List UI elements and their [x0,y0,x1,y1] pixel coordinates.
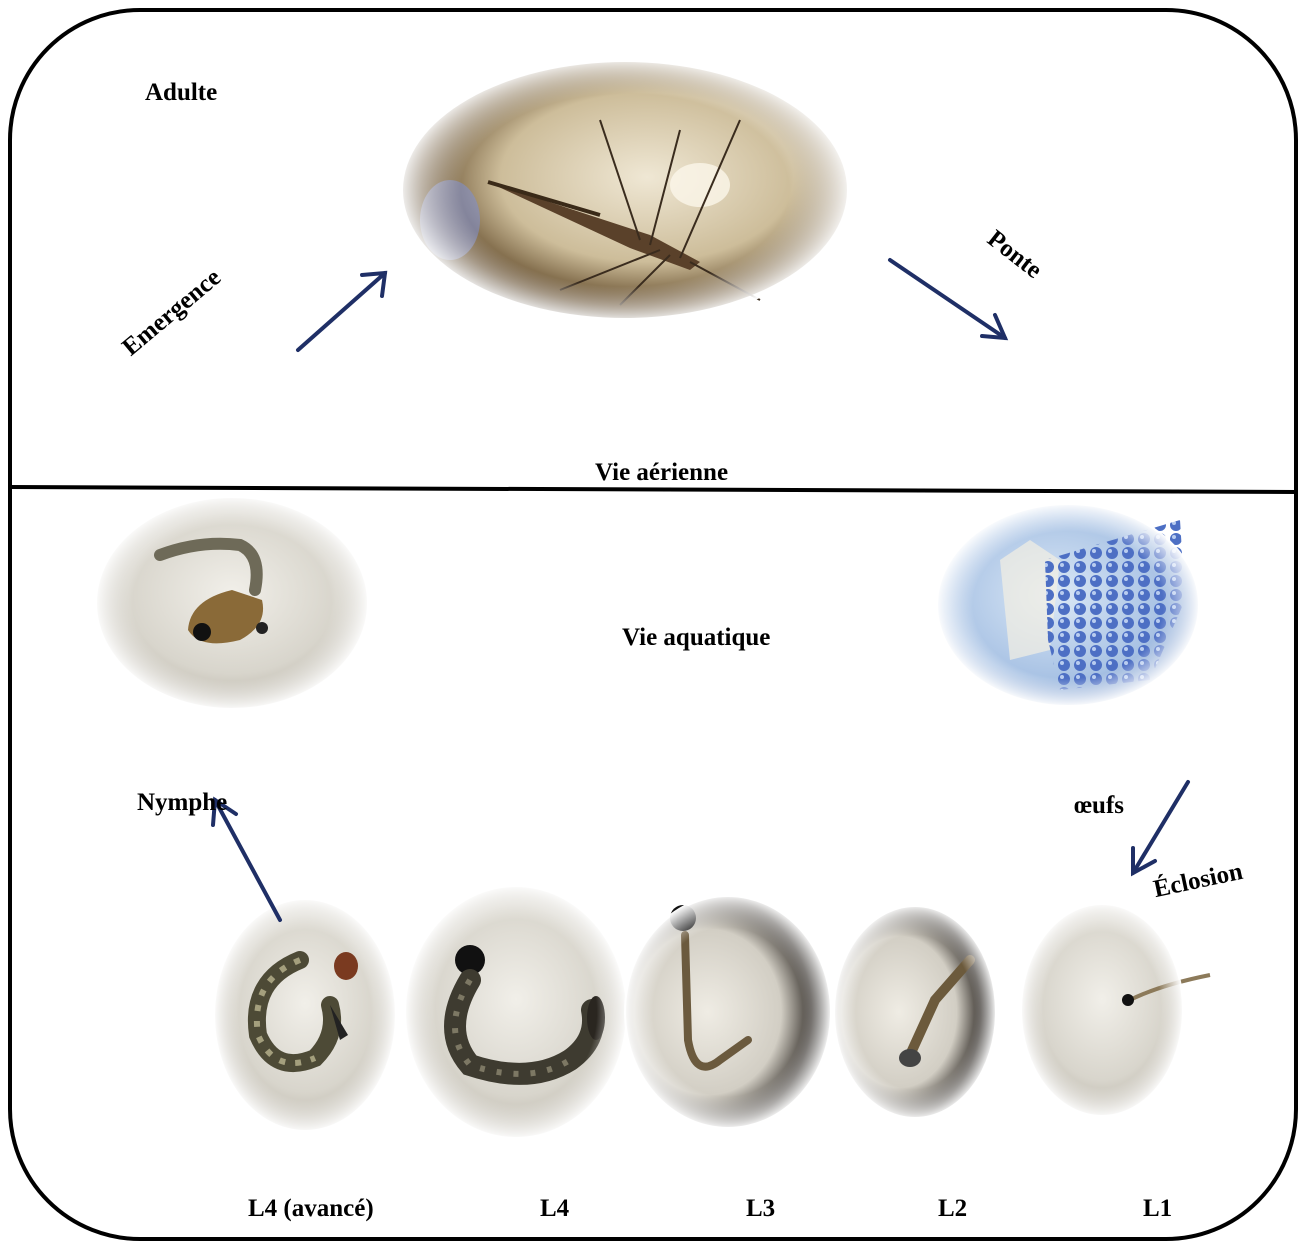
adult-label: Adulte [145,80,217,105]
larva-l3-photo [624,894,832,1130]
adult-mosquito-photo [397,56,853,324]
stage-label-l3: L3 [746,1196,775,1221]
stage-label-l4: L4 [540,1196,569,1221]
larva-l2-photo [833,904,997,1120]
stage-label-l2: L2 [938,1196,967,1221]
eggs-label: œufs [1074,793,1124,818]
larva-l4-photo [404,884,628,1140]
eggs-photo [936,503,1200,707]
zone-divider [10,487,1296,492]
aerial-zone-label: Vie aérienne [595,460,728,485]
larva-l4-advanced-photo [213,897,397,1133]
nymph-photo [94,495,370,711]
emergence-arrow [298,273,385,350]
hatching-arrow [1133,782,1188,873]
stage-label-l4-advanced: L4 (avancé) [248,1196,374,1221]
nymph-label: Nymphe [137,790,227,815]
nymph-arrow [213,800,280,920]
ponte-arrow [890,260,1005,338]
stage-label-l1: L1 [1143,1196,1172,1221]
aquatic-zone-label: Vie aquatique [622,625,770,650]
larva-l1-photo [1020,902,1210,1118]
